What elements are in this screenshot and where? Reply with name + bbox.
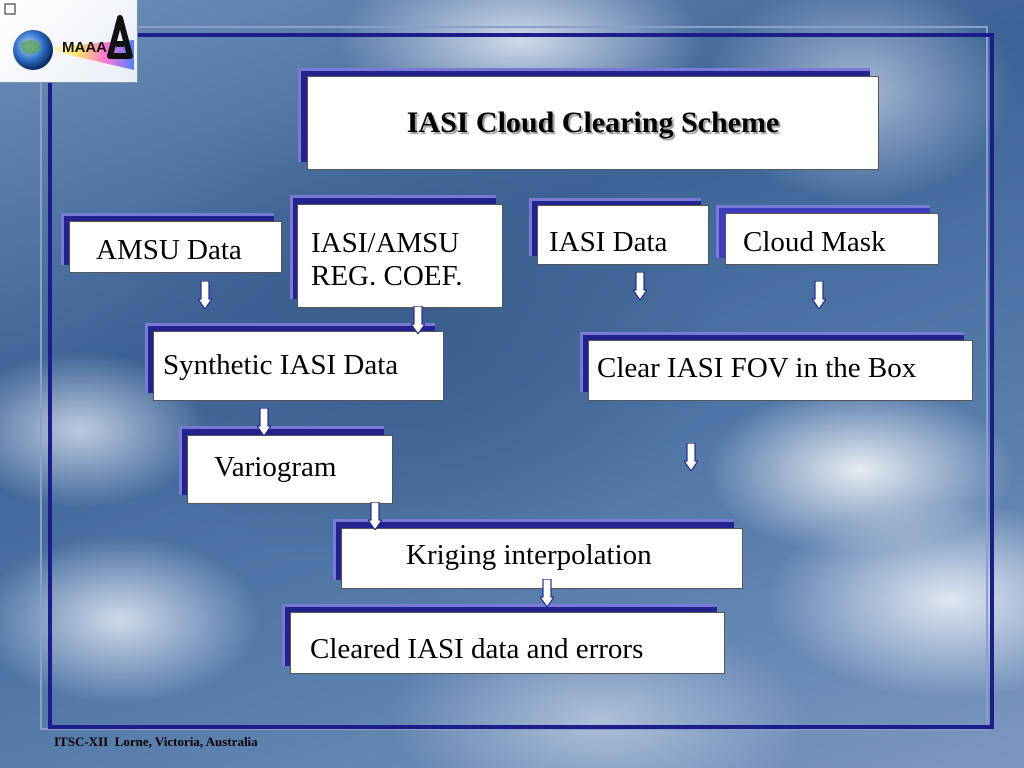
down-arrow-icon xyxy=(411,306,425,334)
inner-frame xyxy=(48,33,994,729)
reg-coef-box: IASI/AMSU REG. COEF. xyxy=(297,204,503,308)
down-arrow-icon xyxy=(540,579,554,607)
svg-text:MAAA: MAAA xyxy=(62,39,107,56)
kriging-box: Kriging interpolation xyxy=(341,528,743,589)
iasi-data-box: IASI Data xyxy=(537,205,709,265)
logo: MAAA xyxy=(0,0,138,83)
globe-icon: MAAA xyxy=(4,3,134,70)
down-arrow-icon xyxy=(257,408,271,436)
reg-coef-line1: IASI/AMSU xyxy=(311,227,460,259)
outer-frame xyxy=(40,26,988,730)
down-arrow-icon xyxy=(198,281,212,309)
down-arrow-icon xyxy=(368,502,382,530)
down-arrow-icon xyxy=(812,281,826,309)
diagram-title: IASI Cloud Clearing Scheme xyxy=(307,76,879,170)
amsu-data-box: AMSU Data xyxy=(69,221,282,273)
clear-fov-box: Clear IASI FOV in the Box xyxy=(588,340,973,401)
footer-caption: ITSC-XII Lorne, Victoria, Australia xyxy=(54,734,258,749)
reg-coef-line2: REG. COEF. xyxy=(311,260,463,293)
cleared-box: Cleared IASI data and errors xyxy=(290,612,725,674)
down-arrow-icon xyxy=(633,272,647,300)
variogram-box: Variogram xyxy=(187,435,393,504)
synthetic-box: Synthetic IASI Data xyxy=(153,331,444,401)
down-arrow-icon xyxy=(684,443,698,471)
cloud-mask-box: Cloud Mask xyxy=(725,213,939,265)
